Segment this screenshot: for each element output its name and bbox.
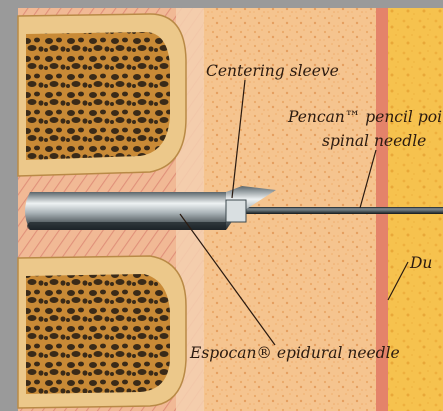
label-espocan-needle: Espocan® epidural needle [189,344,400,362]
centering-sleeve [226,200,246,222]
label-pencan-needle-line1: Pencan™ pencil point [287,108,443,126]
lower-bone-marrow [26,274,170,394]
needle-shadow [27,222,226,230]
lower-vertebra [18,256,186,408]
upper-bone-marrow [26,32,170,160]
label-pencan-needle-line2: spinal needle [322,132,426,150]
spinal-needle-highlight [232,208,443,210]
upper-vertebra [18,14,186,176]
label-centering-sleeve: Centering sleeve [206,62,339,80]
label-dura: Du [409,254,432,272]
